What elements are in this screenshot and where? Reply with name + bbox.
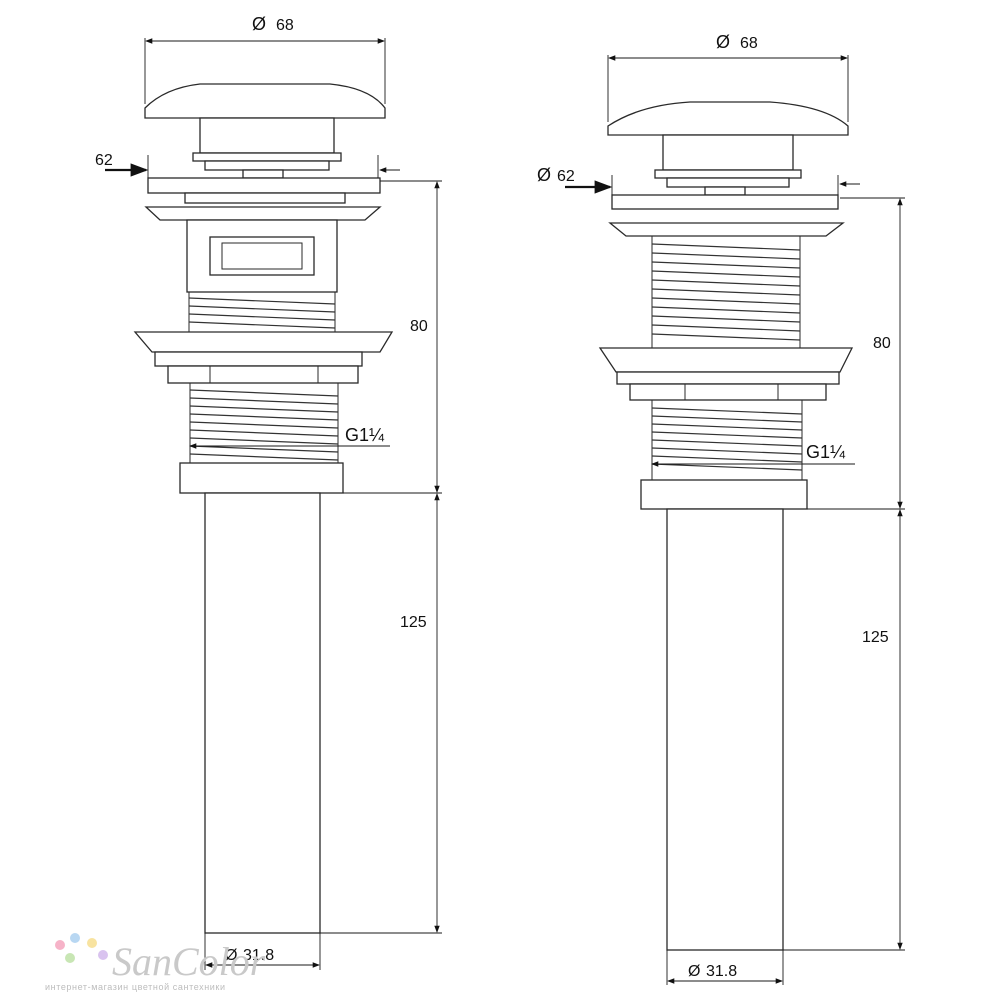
left-tail-height-label: 125 bbox=[400, 614, 427, 631]
right-stem bbox=[662, 134, 794, 171]
left-nut-top bbox=[154, 351, 363, 367]
right-stem-neck bbox=[704, 186, 746, 196]
left-stem-ring bbox=[192, 152, 342, 162]
right-tail-diameter-symbol: Ø bbox=[688, 963, 700, 980]
watermark-dot bbox=[98, 950, 108, 960]
right-gasket bbox=[608, 222, 845, 237]
right-washer bbox=[598, 347, 854, 373]
right-stem-ring2 bbox=[666, 177, 790, 188]
right-nut bbox=[629, 383, 827, 401]
right-tail-pipe bbox=[666, 508, 784, 951]
right-cap-diameter-symbol: Ø bbox=[716, 32, 730, 52]
watermark: SanColor интернет-магазин цветной сантех… bbox=[45, 933, 266, 992]
right-thread-label: G1¼ bbox=[806, 442, 846, 462]
left-tail-diameter-label: 31.8 bbox=[243, 947, 274, 964]
left-stem bbox=[199, 117, 335, 154]
right-collar bbox=[640, 479, 808, 510]
right-tail-height-label: 125 bbox=[862, 629, 889, 646]
right-cap bbox=[607, 101, 849, 136]
watermark-dot bbox=[65, 953, 75, 963]
left-cap bbox=[144, 83, 386, 119]
left-drain-drawing: Ø 68 62 80 125 G1¼ Ø 31.8 bbox=[95, 14, 442, 970]
watermark-dot bbox=[70, 933, 80, 943]
left-seat-diameter-label: 62 bbox=[95, 152, 113, 169]
left-stem-ring2 bbox=[204, 160, 330, 171]
watermark-tagline: интернет-магазин цветной сантехники bbox=[45, 982, 226, 992]
left-tail-diameter-symbol: Ø bbox=[225, 947, 237, 964]
right-lower-thread bbox=[651, 399, 803, 481]
right-nut-top bbox=[616, 371, 840, 385]
left-upper-height-label: 80 bbox=[410, 318, 428, 335]
left-flange-step bbox=[184, 192, 346, 204]
left-washer bbox=[133, 331, 394, 353]
right-upper-thread bbox=[651, 235, 801, 349]
left-nut bbox=[167, 365, 359, 384]
left-cap-diameter-label: 68 bbox=[276, 17, 294, 34]
right-cap-diameter-label: 68 bbox=[740, 35, 758, 52]
right-seat-diameter-symbol: Ø bbox=[537, 165, 551, 185]
right-stem-ring bbox=[654, 169, 802, 179]
left-stem-neck bbox=[242, 169, 284, 179]
right-drain-drawing: Ø 68 Ø 62 80 125 G1¼ Ø 31.8 bbox=[537, 32, 905, 985]
left-collar bbox=[179, 462, 344, 494]
right-tail-diameter-label: 31.8 bbox=[706, 963, 737, 980]
left-gasket bbox=[144, 206, 382, 221]
watermark-brand: SanColor bbox=[112, 939, 266, 984]
right-seat-diameter-label: 62 bbox=[557, 168, 575, 185]
left-upper-thread bbox=[188, 291, 336, 333]
right-flange bbox=[611, 194, 839, 210]
left-lower-thread bbox=[189, 382, 339, 464]
left-overflow-slot-inner bbox=[221, 242, 303, 270]
left-tail-pipe bbox=[204, 492, 321, 934]
watermark-dot bbox=[87, 938, 97, 948]
left-cap-diameter-symbol: Ø bbox=[252, 14, 266, 34]
right-upper-height-label: 80 bbox=[873, 335, 891, 352]
watermark-dot bbox=[55, 940, 65, 950]
left-thread-label: G1¼ bbox=[345, 425, 385, 445]
left-flange bbox=[147, 177, 381, 194]
